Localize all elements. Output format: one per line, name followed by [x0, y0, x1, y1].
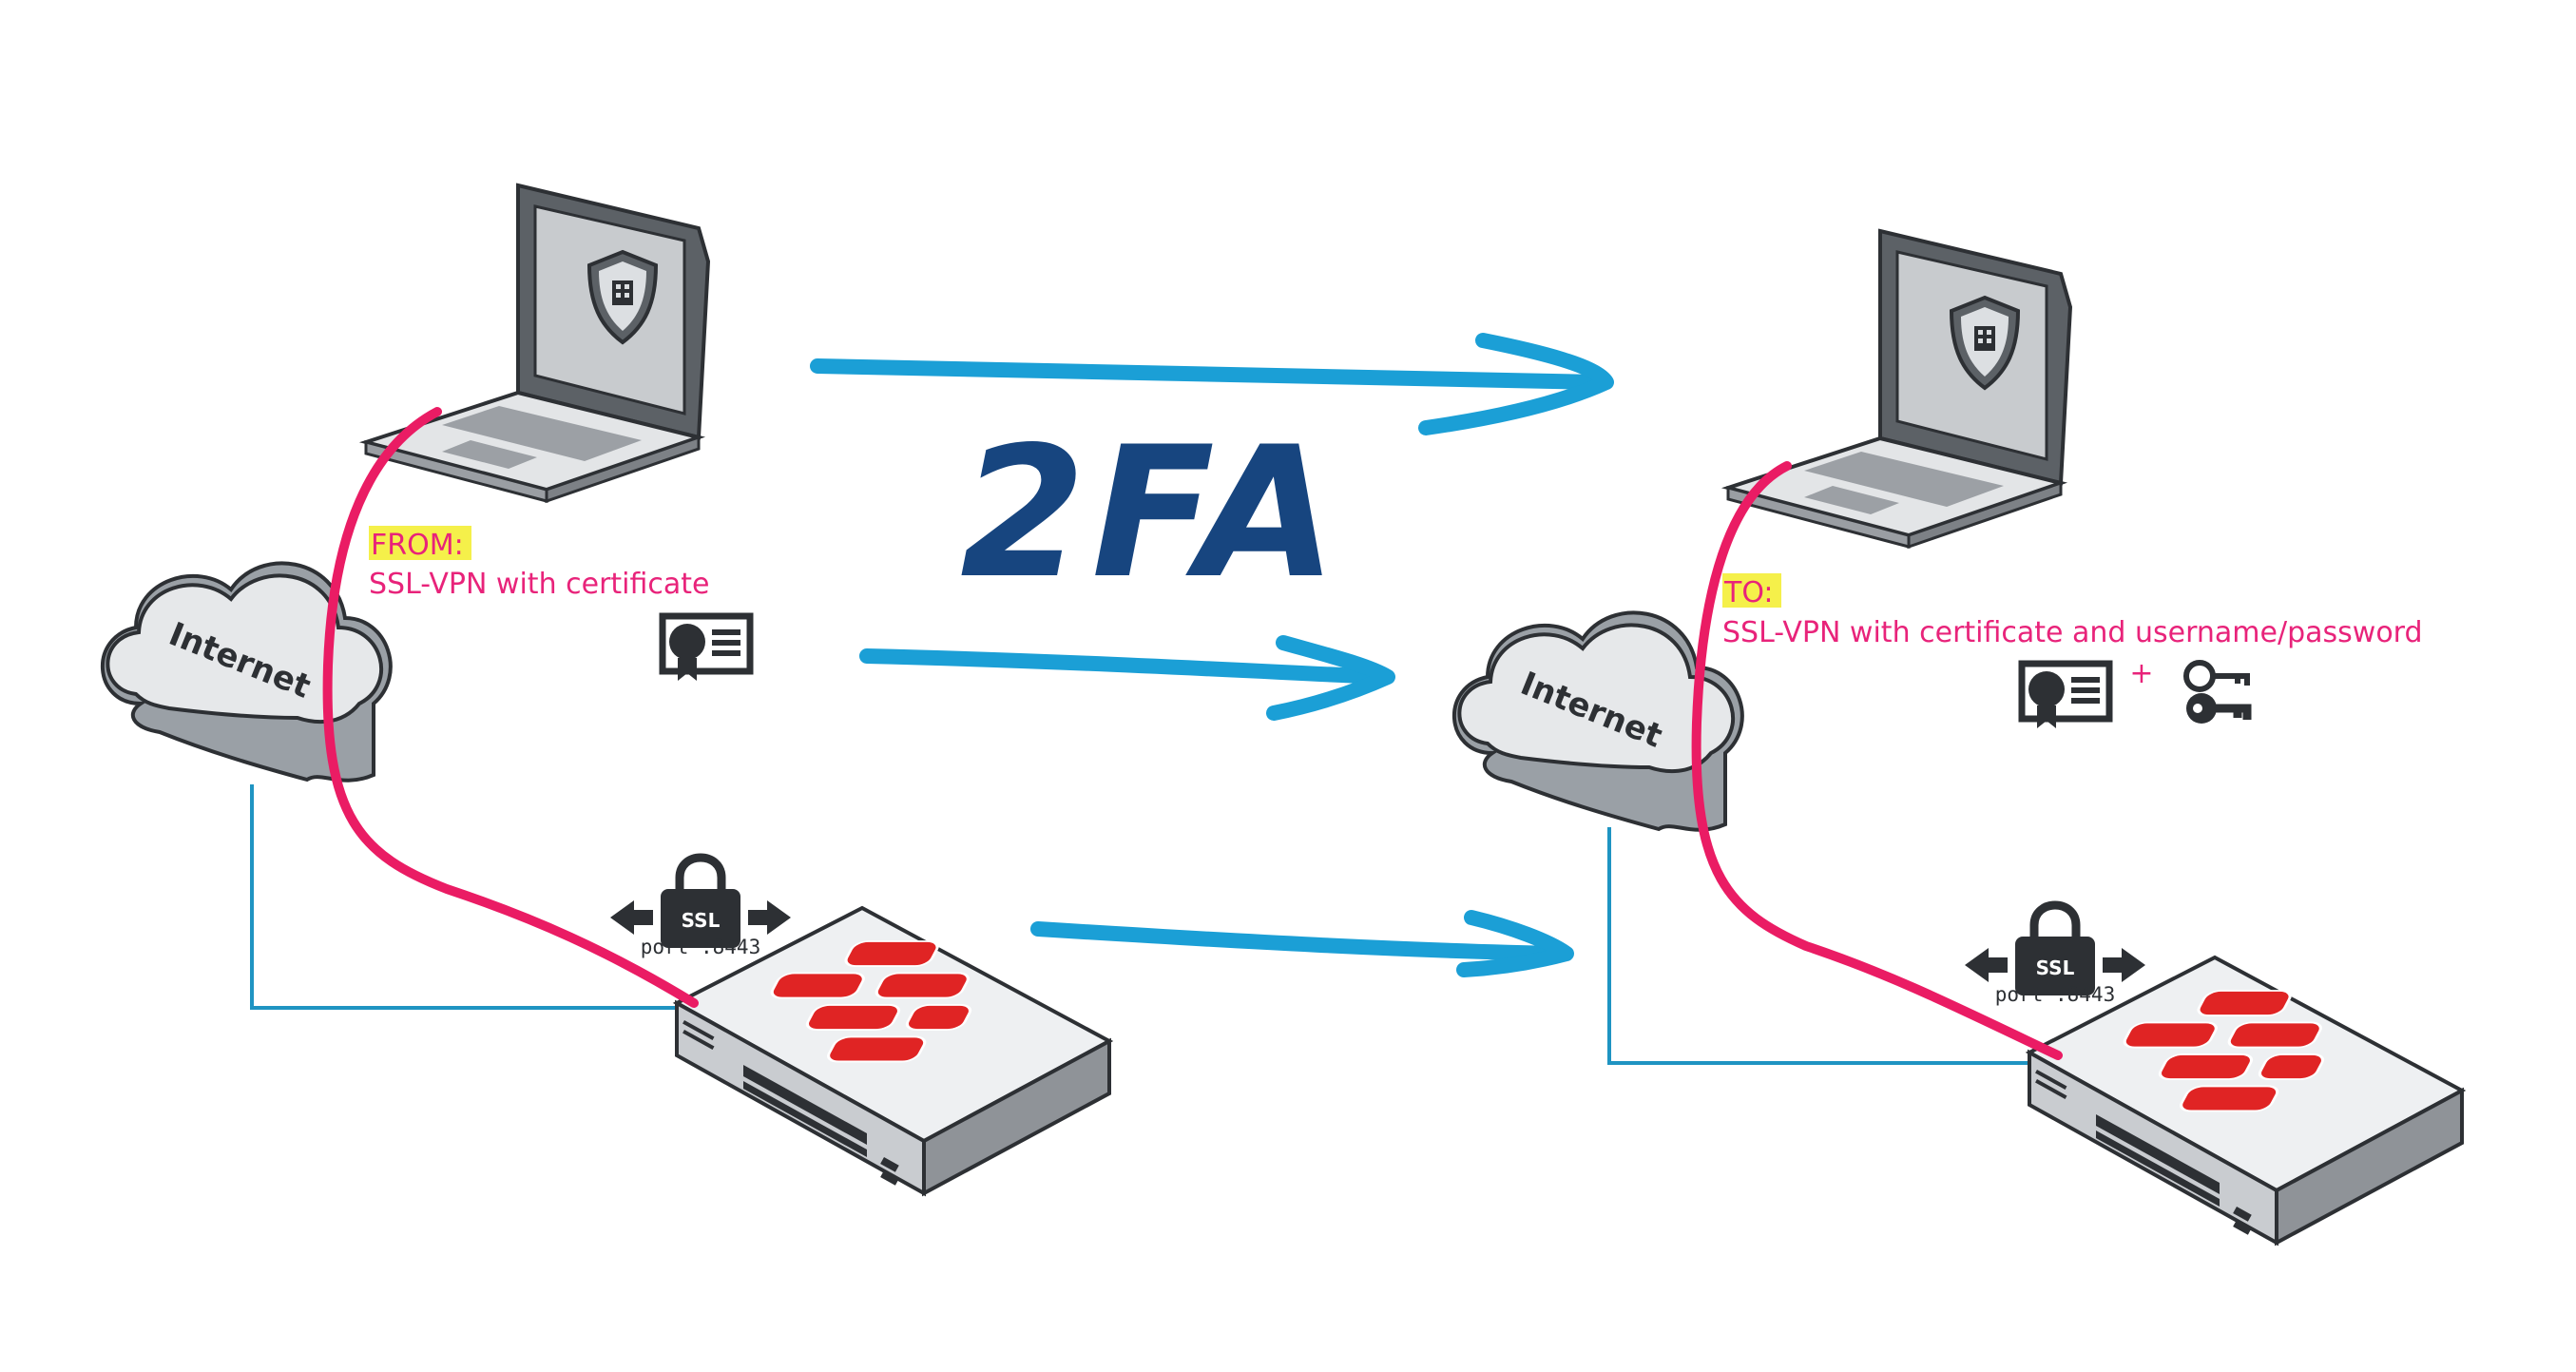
right-label-heading: TO:	[1723, 576, 1774, 609]
right-scene: Internet SSL port :8443 TO: SSL-VPN with…	[1451, 229, 2464, 1245]
right-plus-sign: +	[2129, 657, 2153, 690]
right-wan-line	[1607, 827, 2061, 1065]
left-label-heading: FROM:	[371, 529, 464, 562]
left-ssl-certificate-icon	[663, 616, 750, 681]
right-keys-icon	[2186, 663, 2247, 724]
left-heading-highlight	[369, 526, 471, 560]
transition-arrow-middle	[859, 635, 1395, 721]
transition-arrow-top	[810, 333, 1614, 435]
center-transition: 2FA	[810, 333, 1614, 977]
right-heading-highlight	[1722, 573, 1781, 608]
left-scene: Internet SSL port :8443 FROM: SSL-VPN wi…	[100, 184, 1111, 1195]
left-internet-cloud: Internet	[100, 561, 393, 783]
left-port-label: port :8443	[641, 936, 760, 958]
left-label-text: SSL-VPN with certificate	[369, 568, 710, 601]
left-vpn-tunnel	[322, 407, 699, 1008]
transition-arrow-bottom	[1030, 910, 1574, 977]
left-ssl-badge: SSL	[682, 909, 721, 932]
right-vpn-tunnel	[1691, 461, 2063, 1060]
left-ssl-lock-icon: SSL	[610, 858, 791, 948]
title-2fa: 2FA	[960, 408, 1343, 618]
left-laptop	[364, 184, 710, 503]
right-internet-cloud: Internet	[1451, 610, 1744, 832]
right-ssl-certificate-icon	[2022, 664, 2109, 728]
right-label-text: SSL-VPN with certificate and username/pa…	[1722, 616, 2423, 649]
right-ssl-lock-icon: SSL	[1965, 905, 2145, 995]
right-port-label: port :8443	[1995, 983, 2115, 1006]
left-wan-line	[250, 784, 718, 1010]
right-ssl-badge: SSL	[2036, 957, 2075, 979]
right-laptop	[1726, 229, 2072, 549]
